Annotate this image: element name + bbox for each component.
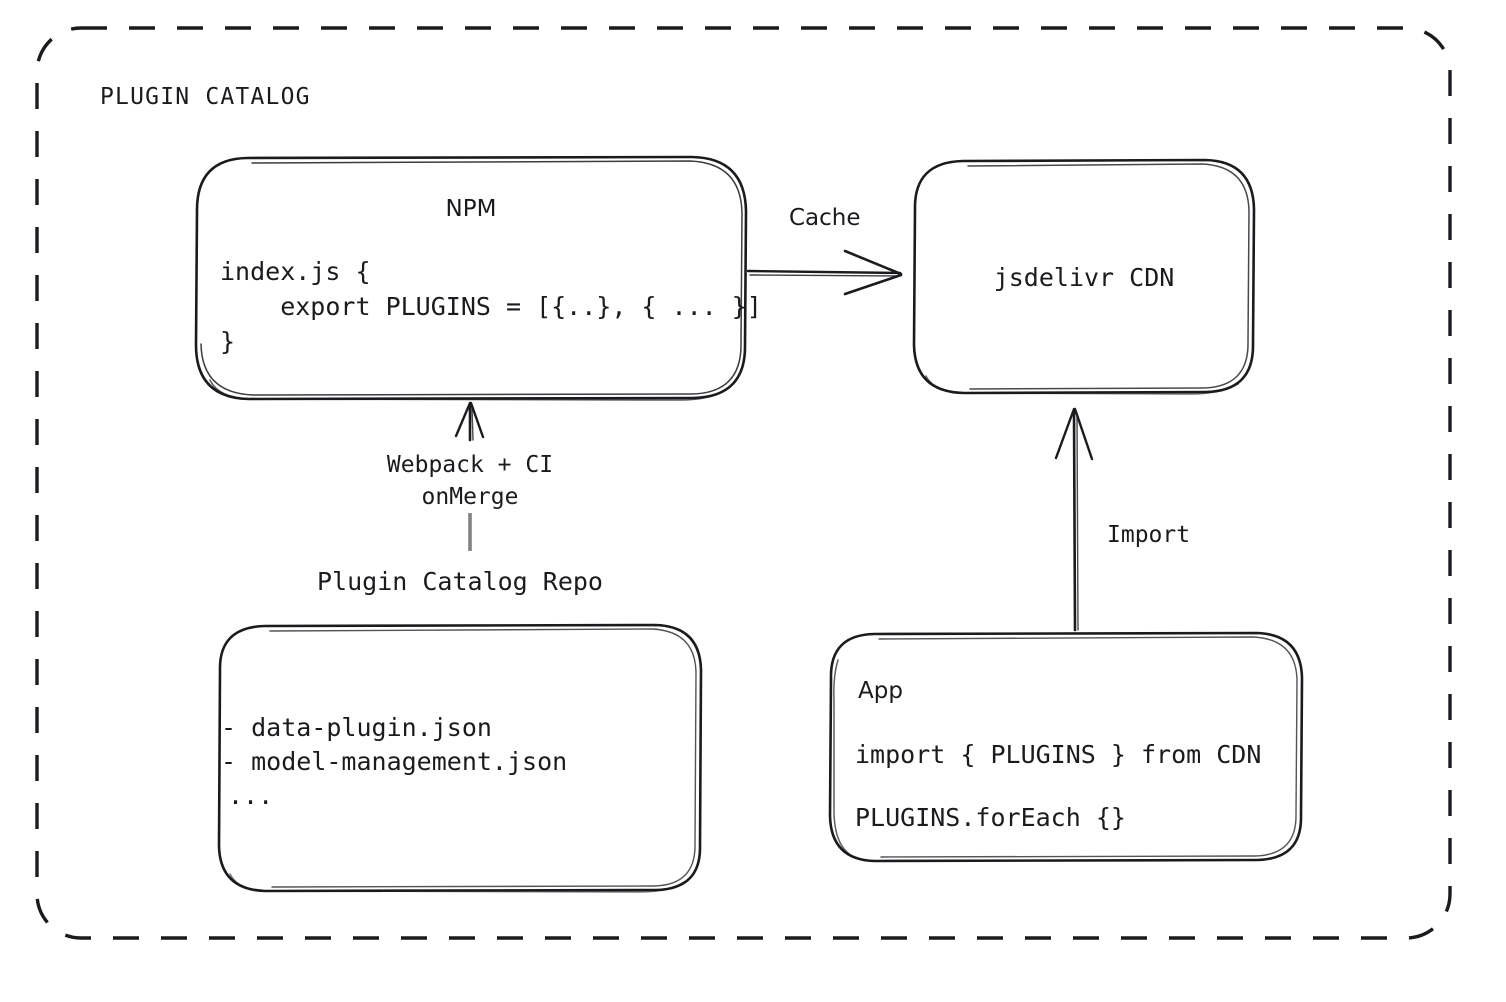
repo-line-3: ...	[228, 781, 274, 810]
app-code-line-2: PLUGINS.forEach {}	[855, 803, 1126, 832]
webpack-ci-edge-label-line-2: onMerge	[421, 484, 519, 510]
app-node-title: App	[858, 678, 903, 704]
app-code-line-1: import { PLUGINS } from CDN	[855, 740, 1262, 769]
repo-line-1: - data-plugin.json	[221, 713, 492, 742]
cache-arrow	[746, 249, 903, 296]
npm-code-line-3: }	[220, 327, 236, 356]
npm-code-line-2: export PLUGINS = [{..}, { ... }]	[220, 292, 762, 321]
import-edge-label: Import	[1107, 522, 1191, 548]
repo-line-2: - model-management.json	[221, 747, 568, 776]
npm-node-title: NPM	[445, 196, 497, 222]
repo-node-caption: Plugin Catalog Repo	[317, 567, 603, 596]
webpack-ci-edge-label-line-1: Webpack + CI	[386, 452, 554, 478]
import-arrow	[1054, 407, 1094, 632]
npm-code-line-1: index.js {	[220, 257, 371, 286]
cdn-node-title: jsdelivr CDN	[993, 263, 1175, 292]
cache-edge-label: Cache	[789, 205, 861, 231]
plugin-catalog-group-label: PLUGIN CATALOG	[100, 84, 311, 110]
